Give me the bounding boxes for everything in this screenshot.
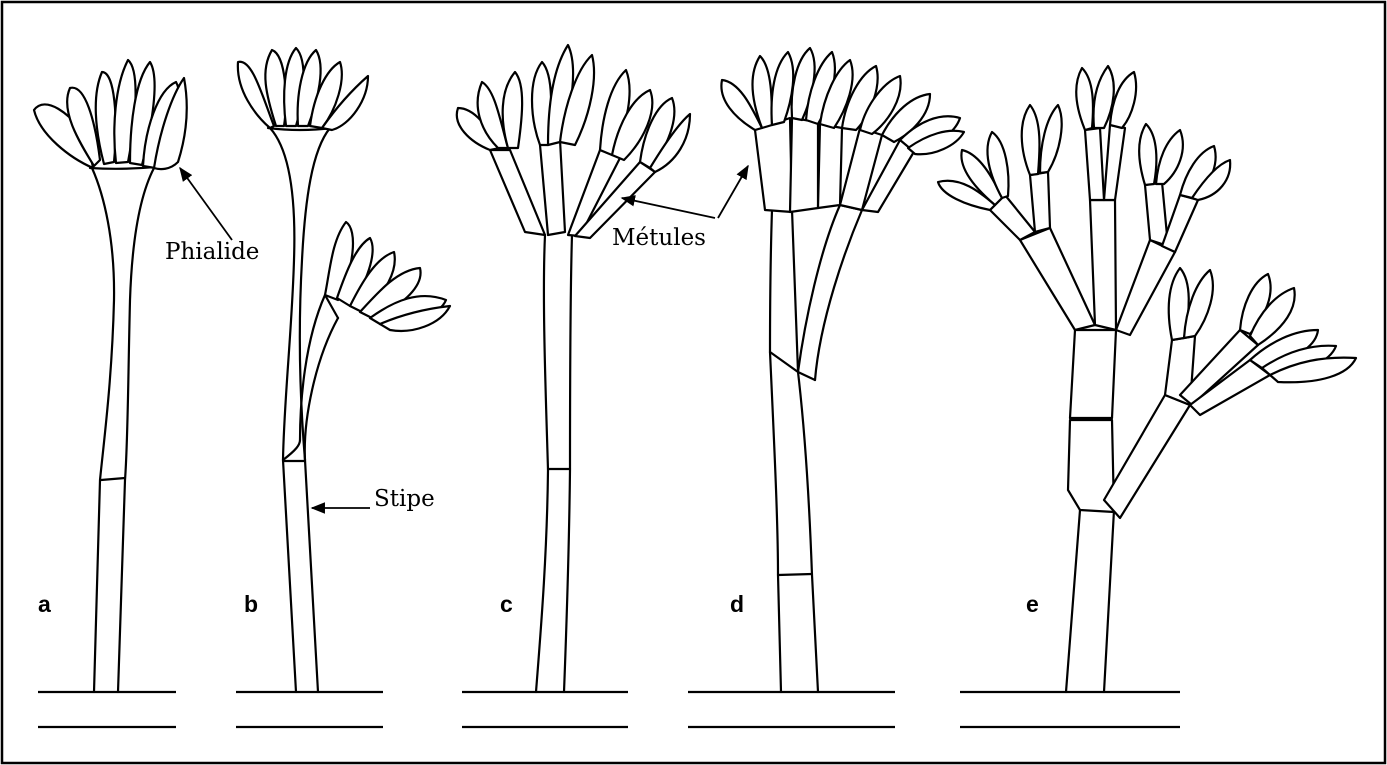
phialide-label: Phialide [165,239,259,265]
panel-d-stipe [770,210,818,692]
panel-letter-a: a [38,591,51,617]
panel-a-phialides [34,60,187,169]
panel-d-branch [798,205,862,380]
annotation-arrows [180,166,748,508]
metules-label: Métules [612,225,706,251]
panel-e-lower-branch [1104,330,1270,518]
panel-letter-e: e [1026,591,1039,617]
panel-b [238,48,450,692]
panel-a-stipe [90,167,155,692]
metules-arrow-right [718,166,748,218]
panel-a [34,60,187,692]
panel-letter-b: b [244,591,258,617]
panel-b-phialides [238,48,450,331]
panel-e [938,66,1356,692]
metules-arrow-left [622,198,715,218]
stipe-label: Stipe [374,486,435,512]
phialide-arrow [180,168,232,240]
panel-e-phialides [938,66,1356,382]
panel-letter-d: d [730,591,744,617]
panel-c-stipe [536,235,572,692]
panel-e-stipe [1066,330,1116,692]
panel-c [457,45,690,692]
ground-lines [38,692,1180,727]
panel-letter-c: c [500,591,513,617]
panel-d [721,48,964,692]
